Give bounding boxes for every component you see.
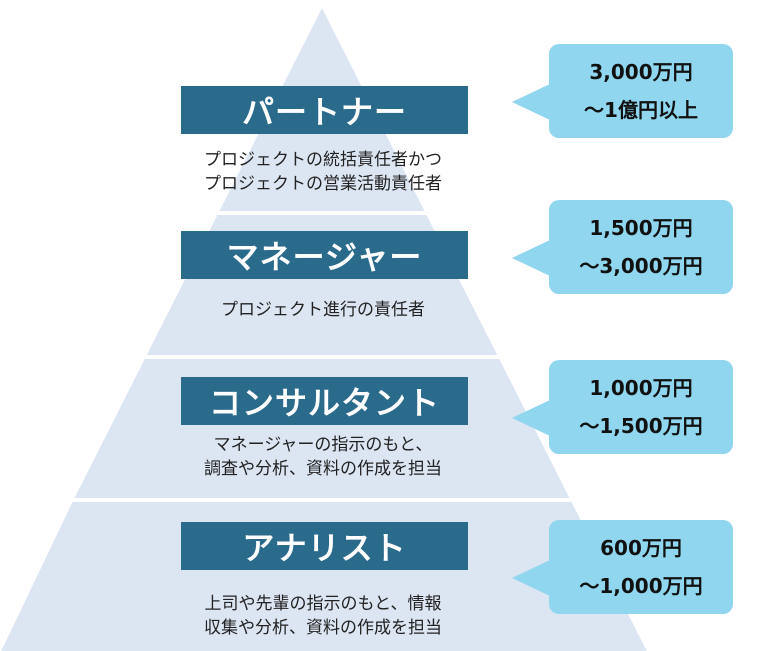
description-line: 調査や分析、資料の作成を担当 (204, 459, 442, 479)
description-line: プロジェクトの営業活動責任者 (204, 174, 442, 194)
salary-min: 1,500万円 (589, 216, 693, 240)
tier-description-consultant: マネージャーの指示のもと、 調査や分析、資料の作成を担当 (123, 433, 523, 481)
pyramid-tier-analyst (1, 502, 647, 651)
salary-bubble-partner: 3,000万円 〜1億円以上 (512, 44, 733, 138)
description-line: プロジェクト進行の責任者 (221, 300, 425, 320)
description-line: プロジェクトの統括責任者かつ (204, 150, 442, 170)
description-line: 収集や分析、資料の作成を担当 (204, 618, 442, 638)
salary-min: 1,000万円 (589, 376, 693, 400)
tier-title-analyst: アナリスト (181, 522, 468, 570)
description-line: 上司や先輩の指示のもと、情報 (204, 594, 442, 614)
tier-title-partner: パートナー (181, 86, 468, 134)
salary-max: 〜1億円以上 (584, 98, 698, 122)
salary-bubble-manager: 1,500万円 〜3,000万円 (512, 200, 733, 294)
tier-title-manager: マネージャー (181, 231, 468, 279)
tier-title-consultant: コンサルタント (181, 377, 468, 425)
tier-description-manager: プロジェクト進行の責任者 (123, 298, 523, 322)
salary-min: 3,000万円 (589, 60, 693, 84)
salary-min: 600万円 (600, 536, 682, 560)
tier-description-analyst: 上司や先輩の指示のもと、情報 収集や分析、資料の作成を担当 (123, 592, 523, 640)
salary-max: 〜3,000万円 (579, 254, 703, 278)
salary-max: 〜1,000万円 (579, 574, 703, 598)
salary-bubble-consultant: 1,000万円 〜1,500万円 (512, 360, 733, 454)
description-line: マネージャーの指示のもと、 (213, 435, 433, 455)
salary-bubble-analyst: 600万円 〜1,000万円 (512, 520, 733, 614)
salary-max: 〜1,500万円 (579, 414, 703, 438)
tier-description-partner: プロジェクトの統括責任者かつ プロジェクトの営業活動責任者 (123, 148, 523, 196)
